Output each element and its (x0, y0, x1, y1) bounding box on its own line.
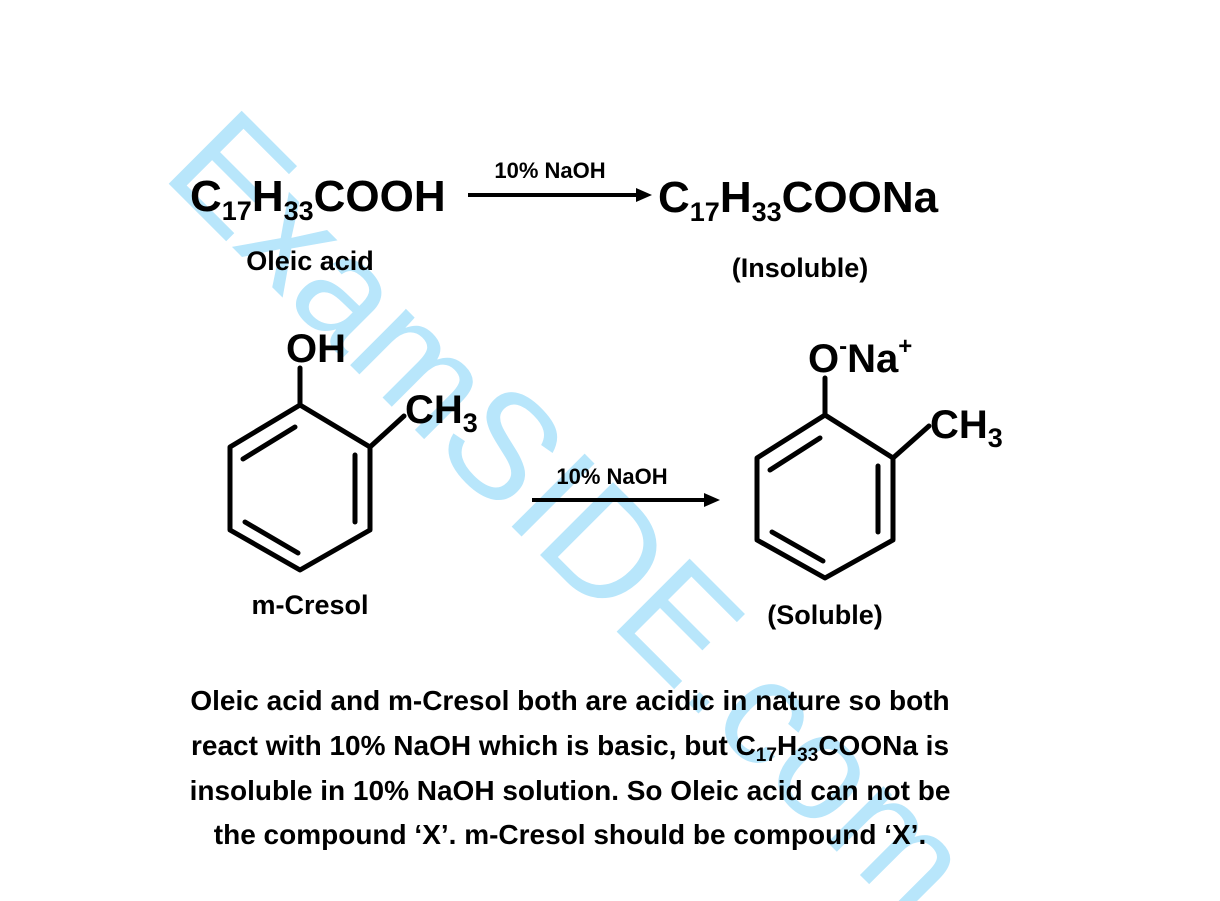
explanation-line: Oleic acid and m-Cresol both are acidic … (190, 685, 949, 716)
insoluble-label: (Insoluble) (732, 253, 869, 283)
soluble-label: (Soluble) (767, 600, 883, 630)
reagent-label-1: 10% NaOH (494, 158, 605, 183)
phenoxide-structure (754, 375, 932, 581)
explanation-line: react with 10% NaOH which is basic, but … (191, 730, 949, 766)
reagent-label-2: 10% NaOH (556, 464, 667, 489)
explanation-text: Oleic acid and m-Cresol both are acidic … (190, 685, 951, 850)
oleic-acid-label: Oleic acid (246, 246, 374, 276)
methyl-group-reactant: CH3 (405, 388, 478, 438)
explanation-line: insoluble in 10% NaOH solution. So Oleic… (190, 775, 951, 806)
sodium-oleate-formula: C17H33COONa (658, 173, 939, 227)
m-cresol-structure (227, 365, 407, 573)
phenoxide-oxygen: O-Na+ (808, 333, 912, 381)
hydroxyl-group: OH (286, 327, 346, 371)
methyl-group-product: CH3 (930, 403, 1003, 453)
explanation-line: the compound ‘X’. m-Cresol should be com… (214, 819, 926, 850)
reaction-arrow-2 (532, 493, 720, 507)
oleic-acid-formula: C17H33COOH (190, 172, 446, 226)
reaction-arrow-1 (468, 188, 652, 202)
m-cresol-label: m-Cresol (251, 590, 368, 620)
